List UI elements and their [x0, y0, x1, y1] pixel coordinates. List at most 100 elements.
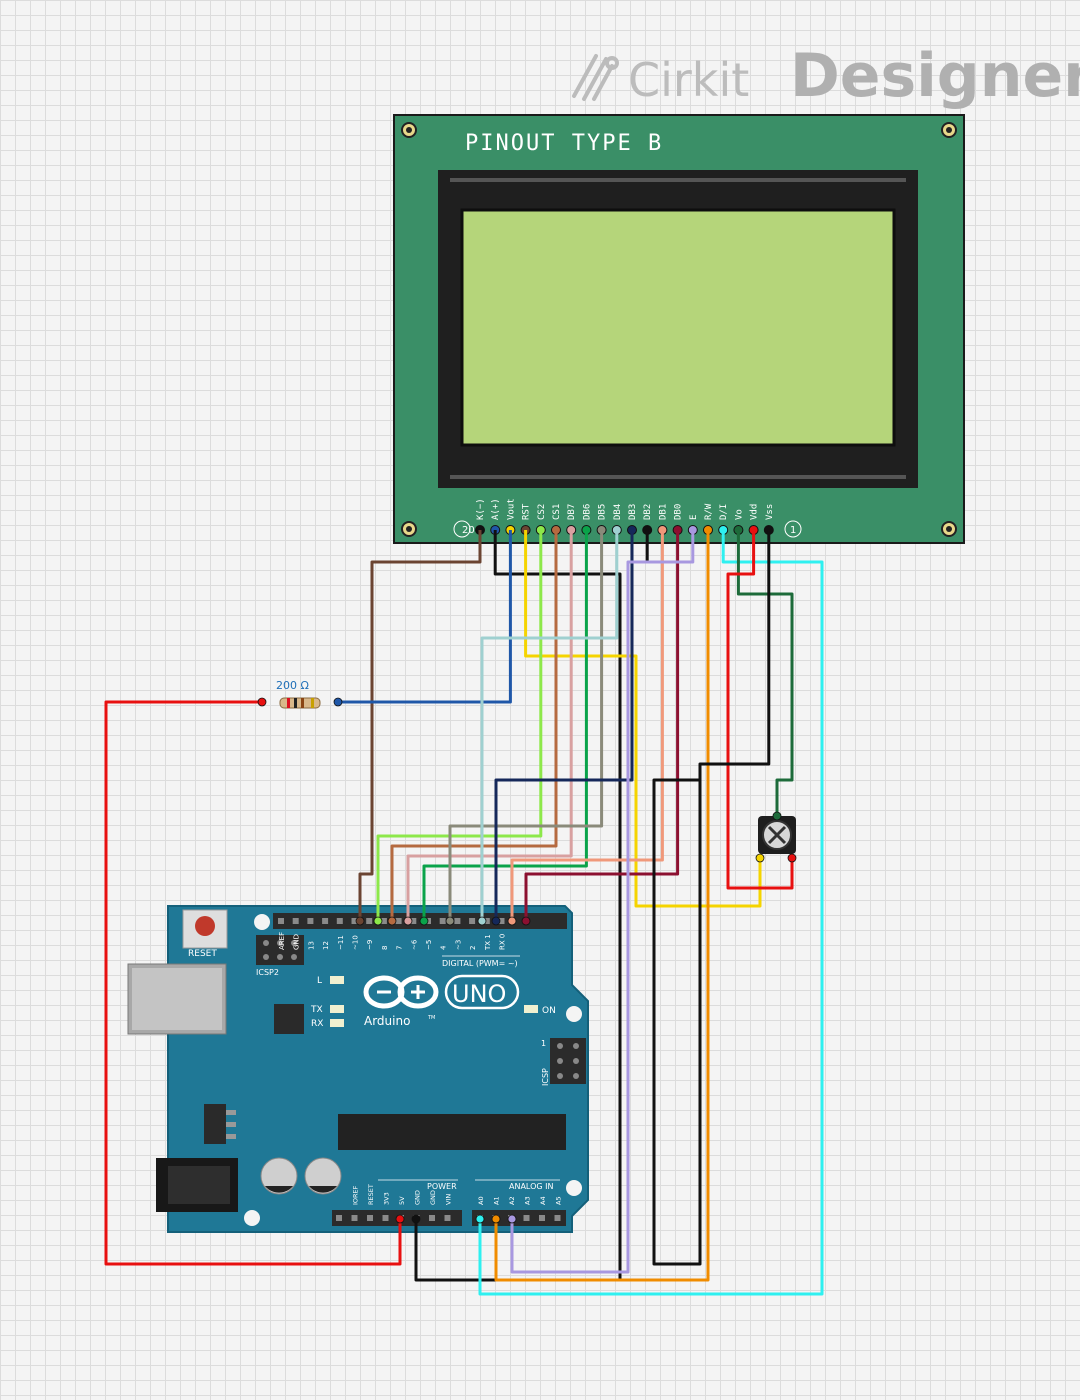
darkgreen-wire[interactable]	[736, 530, 794, 816]
wire-node[interactable]	[411, 1214, 421, 1224]
power-pin-hole[interactable]	[351, 1215, 358, 1221]
green-wire[interactable]	[422, 530, 588, 921]
analog-pin-label: A4	[539, 1196, 547, 1205]
lcd-pin-label: DB2	[643, 504, 653, 520]
wire-node[interactable]	[491, 916, 501, 926]
digital-pin-label: 2	[469, 946, 477, 950]
lcd-pin-label: DB5	[598, 504, 608, 520]
power-pin-hole[interactable]	[367, 1215, 373, 1221]
bezel-line-bottom	[450, 475, 906, 479]
digital-pin-hole[interactable]	[483, 918, 490, 924]
led-on-label: ON	[542, 1006, 556, 1016]
wire-node[interactable]	[403, 916, 413, 926]
power-pin-hole[interactable]	[382, 1215, 389, 1221]
led-rx	[330, 1019, 344, 1027]
digital-pin-label: ~9	[366, 940, 374, 950]
navy-wire[interactable]	[494, 530, 634, 921]
digital-pin-hole[interactable]	[336, 918, 343, 924]
gray-wire[interactable]	[448, 530, 604, 921]
led-rx-label: RX	[311, 1019, 323, 1029]
digital-pin-hole[interactable]	[366, 918, 373, 924]
analog-pin-hole[interactable]	[554, 1215, 561, 1221]
yellow-wire[interactable]	[524, 530, 762, 908]
analog-pin-hole[interactable]	[523, 1215, 530, 1221]
black-wire[interactable]	[414, 530, 622, 1282]
digital-pin-hole[interactable]	[351, 918, 358, 924]
digital-pin-hole[interactable]	[380, 918, 387, 924]
wire-node[interactable]	[445, 916, 455, 926]
orange-wire[interactable]	[494, 530, 710, 1282]
wire-node[interactable]	[387, 916, 397, 926]
wire-node[interactable]	[257, 697, 267, 707]
digital-pin-hole[interactable]	[292, 918, 299, 924]
lcd-pin-label: K(−)	[476, 498, 486, 520]
digital-pin-hole[interactable]	[410, 918, 417, 924]
lcd-pin-label: D/I	[719, 504, 729, 520]
led-tx	[330, 1005, 344, 1013]
analog-header	[472, 1210, 566, 1226]
lcd-screen	[460, 208, 896, 447]
lcd-pin-label: RST	[522, 503, 532, 520]
digital-pin-hole[interactable]	[498, 918, 505, 924]
wire-node[interactable]	[355, 916, 365, 926]
lcd-pin-label: DB7	[567, 504, 577, 520]
wire-node[interactable]	[491, 1214, 501, 1224]
lavender-wire[interactable]	[510, 530, 695, 1274]
lcd-pin-label: Vss	[765, 504, 775, 520]
red-wire[interactable]	[726, 530, 794, 890]
black-wire[interactable]	[652, 530, 771, 1266]
lightgreen-wire[interactable]	[376, 530, 543, 921]
lcd-pin-1-ring	[784, 520, 802, 538]
pink-wire[interactable]	[406, 530, 573, 921]
digital-pin-label: ~3	[454, 940, 462, 950]
resistor[interactable]	[279, 697, 321, 709]
wire-node[interactable]	[395, 1214, 405, 1224]
wire-node[interactable]	[477, 916, 487, 926]
digital-pin-hole[interactable]	[439, 918, 446, 924]
wire-node[interactable]	[787, 853, 797, 863]
digital-pin-hole[interactable]	[307, 918, 314, 924]
resistor-value-label: 200 Ω	[276, 679, 309, 692]
regulator-pin-1	[226, 1110, 236, 1115]
lcd-pin-label: Vdd	[750, 504, 760, 520]
wire-node[interactable]	[333, 697, 343, 707]
digital-pin-hole[interactable]	[395, 918, 402, 924]
digital-pin-hole[interactable]	[469, 918, 476, 924]
lightblue-wire[interactable]	[480, 530, 619, 921]
wire-node[interactable]	[521, 916, 531, 926]
led-on	[524, 1005, 538, 1013]
arduino-infinity-logo	[363, 975, 439, 1009]
analog-pin-label: A3	[524, 1196, 532, 1205]
lcd-pin-label: DB0	[674, 504, 684, 520]
arduino-uno[interactable]: RESET ICSP2 L TX RX ON UNO Arduino TM	[127, 905, 589, 1233]
wire-node[interactable]	[507, 916, 517, 926]
cyan-wire[interactable]	[478, 530, 824, 1296]
digital-pin-hole[interactable]	[278, 918, 284, 924]
digital-pin-hole[interactable]	[322, 918, 329, 924]
wire-node[interactable]	[755, 853, 765, 863]
sienna-wire[interactable]	[390, 530, 558, 921]
wire-node[interactable]	[373, 916, 383, 926]
digital-pin-hole[interactable]	[454, 918, 461, 924]
icsp-label: ICSP	[541, 1068, 550, 1086]
power-pin-hole[interactable]	[429, 1215, 435, 1221]
power-pin-hole[interactable]	[336, 1215, 342, 1221]
lcd-pin-1-marker: 1	[790, 525, 796, 536]
reset-button[interactable]	[182, 909, 228, 949]
digital-pin-label: ~11	[337, 935, 345, 950]
analog-pin-hole[interactable]	[539, 1215, 545, 1221]
usb-chip	[274, 1004, 304, 1034]
power-pin-hole[interactable]	[444, 1215, 451, 1221]
red-wire[interactable]	[104, 700, 402, 1266]
wire-node[interactable]	[507, 1214, 517, 1224]
wire-node[interactable]	[772, 811, 782, 821]
potentiometer[interactable]	[758, 816, 796, 854]
blue-wire[interactable]	[338, 530, 512, 704]
wire-node[interactable]	[419, 916, 429, 926]
wire-node[interactable]	[475, 1214, 485, 1224]
darkred-wire[interactable]	[524, 530, 680, 921]
salmon-wire[interactable]	[510, 530, 664, 921]
brown-wire[interactable]	[358, 530, 482, 921]
